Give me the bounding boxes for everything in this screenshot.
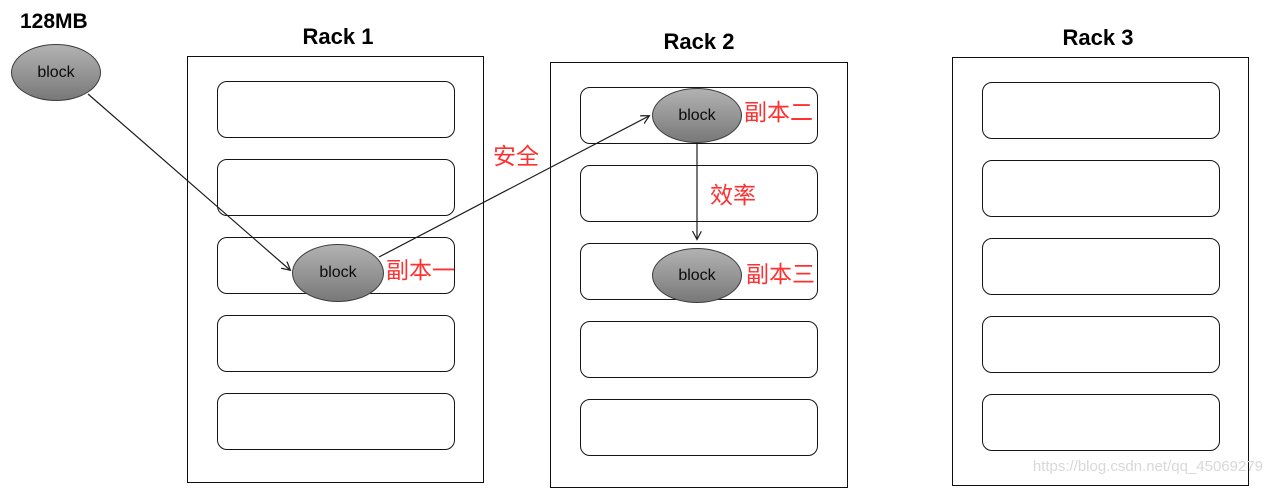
rack-1-slot-5: [216, 393, 455, 450]
safety-edge-label: 安全: [493, 144, 539, 169]
rack-2-slot-2: [580, 165, 818, 222]
rack-1-slot-4: [216, 315, 455, 372]
replica-2-block-label: block: [678, 106, 716, 124]
replica-1-block-label: block: [319, 264, 357, 281]
rack-3-slot-1: [981, 82, 1220, 139]
rack-3-slot-5: [981, 394, 1220, 451]
source-block-label: block: [37, 63, 75, 81]
source-block-ellipse: block: [11, 44, 101, 101]
rack-3-slot-2: [981, 160, 1220, 217]
rack-3-slot-3: [981, 238, 1220, 295]
rack-2-slot-4: [580, 321, 818, 378]
rack-2-title: Rack 2: [663, 29, 735, 54]
replica-1-block-ellipse: block: [292, 244, 384, 302]
replica-3-block-ellipse: block: [652, 248, 742, 303]
source-size-label: 128MB: [20, 10, 88, 33]
replica-1-annotation: 副本一: [386, 258, 455, 283]
rack-1-slot-1: [216, 81, 455, 138]
rack-3-title: Rack 3: [1062, 25, 1134, 50]
replica-2-annotation: 副本二: [744, 100, 813, 125]
rack-3-slot-4: [981, 316, 1220, 373]
replica-3-block-label: block: [678, 266, 716, 284]
watermark-url: https://blog.csdn.net/qq_45069279: [1032, 458, 1263, 475]
replica-2-block-ellipse: block: [652, 88, 742, 143]
rack-1-title: Rack 1: [302, 24, 374, 49]
rack-3-box: [952, 57, 1249, 486]
rack-2-slot-5: [580, 399, 818, 456]
replica-3-annotation: 副本三: [746, 262, 815, 287]
efficiency-edge-label: 效率: [710, 183, 756, 208]
rack-1-slot-2: [216, 159, 455, 216]
